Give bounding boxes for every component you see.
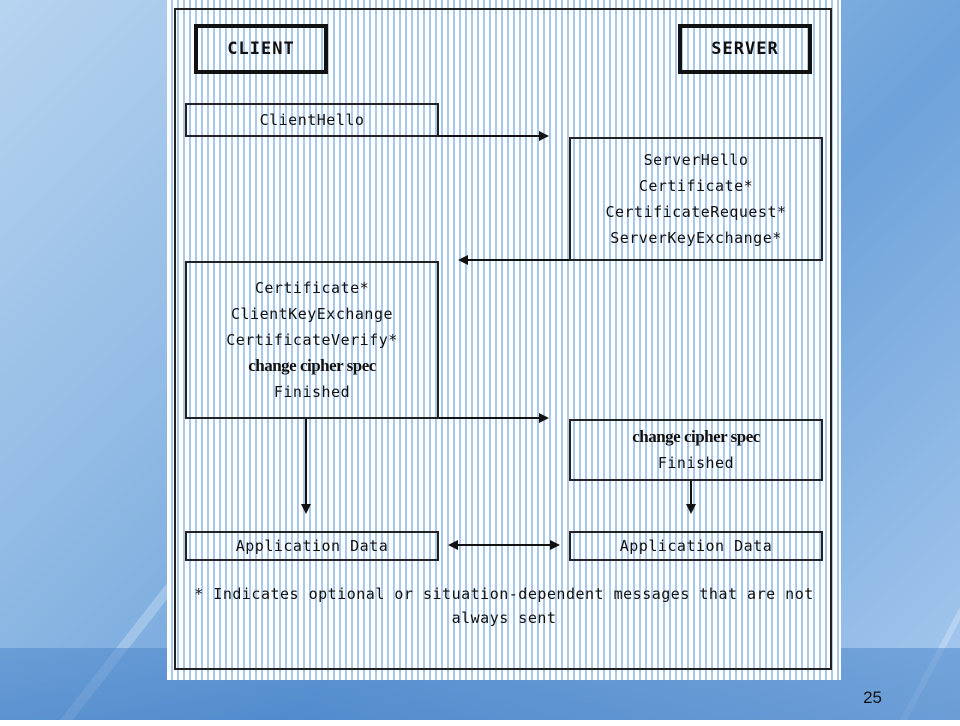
server-finished-box: change cipher spec Finished — [569, 419, 823, 481]
client-change-cipher-spec: change cipher spec — [248, 356, 376, 375]
server-hello-box: ServerHello Certificate* CertificateRequ… — [569, 137, 823, 261]
client-down-arrow — [305, 419, 307, 505]
client-application-data-label: Application Data — [235, 537, 389, 555]
server-change-cipher-spec: change cipher spec — [632, 427, 760, 446]
application-data-arrow — [456, 544, 552, 546]
page-number: 25 — [863, 688, 882, 707]
server-hello-arrowhead — [458, 255, 468, 265]
client-label: CLIENT — [227, 39, 295, 59]
server-application-data-box: Application Data — [569, 531, 823, 561]
footnote-line: always sent — [451, 609, 557, 627]
client-message: Finished — [273, 383, 351, 401]
client-down-arrowhead — [301, 504, 311, 514]
server-message: Certificate* — [638, 177, 754, 195]
server-message: ServerKeyExchange* — [610, 229, 782, 247]
footnote-line: * Indicates optional or situation-depend… — [194, 585, 814, 603]
server-message: ServerHello — [643, 151, 749, 169]
client-hello-label: ClientHello — [259, 111, 365, 129]
footnote: * Indicates optional or situation-depend… — [186, 582, 822, 630]
client-hello-arrowhead — [539, 131, 549, 141]
server-down-arrowhead — [686, 504, 696, 514]
server-hello-arrow — [468, 259, 569, 261]
application-data-arrowhead-left — [448, 540, 458, 550]
server-application-data-label: Application Data — [619, 537, 773, 555]
client-message: ClientKeyExchange — [230, 305, 394, 323]
client-key-exchange-box: Certificate* ClientKeyExchange Certifica… — [185, 261, 439, 419]
client-hello-arrow — [439, 135, 539, 137]
server-label: SERVER — [711, 39, 779, 59]
client-application-data-box: Application Data — [185, 531, 439, 561]
client-message: CertificateVerify* — [226, 331, 398, 349]
server-down-arrow — [690, 481, 692, 505]
server-finished: Finished — [657, 454, 735, 472]
diagram-panel — [167, 0, 841, 680]
client-finished-arrowhead — [539, 413, 549, 423]
diagram-frame — [174, 8, 832, 670]
server-message: CertificateRequest* — [605, 203, 787, 221]
server-header: SERVER — [678, 24, 812, 74]
client-finished-arrow — [439, 417, 539, 419]
client-header: CLIENT — [194, 24, 328, 74]
application-data-arrowhead-right — [550, 540, 560, 550]
client-hello-box: ClientHello — [185, 103, 439, 137]
client-message: Certificate* — [254, 279, 370, 297]
